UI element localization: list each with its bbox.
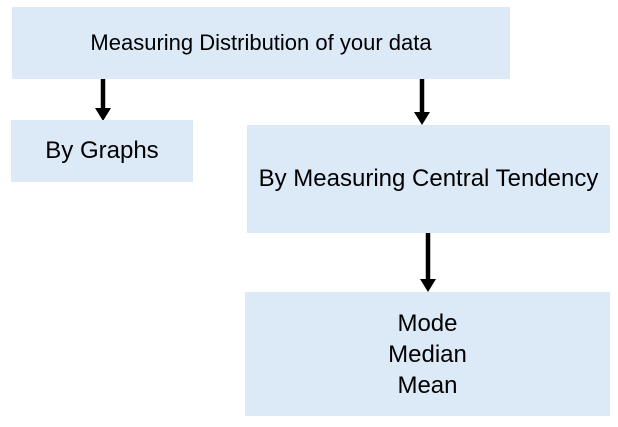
arrow-title-to-central-icon <box>414 79 430 125</box>
mode-line: Mode <box>397 309 458 337</box>
box-by-graphs-label: By Graphs <box>45 137 159 164</box>
box-measuring-distribution-label: Measuring Distribution of your data <box>90 30 432 55</box>
mode-median-mean-lines: Mode Median Mean <box>388 308 467 401</box>
box-mode-median-mean: Mode Median Mean <box>245 292 610 416</box>
arrow-central-to-modes-icon <box>420 233 436 292</box>
arrow-title-to-graphs-icon <box>95 79 111 121</box>
box-measuring-distribution: Measuring Distribution of your data <box>12 7 510 79</box>
box-by-measuring-central-tendency-label: By Measuring Central Tendency <box>258 165 599 192</box>
box-by-graphs: By Graphs <box>11 120 193 182</box>
mean-line: Mean <box>397 371 458 399</box>
box-by-measuring-central-tendency: By Measuring Central Tendency <box>247 125 610 233</box>
median-line: Median <box>388 340 467 368</box>
